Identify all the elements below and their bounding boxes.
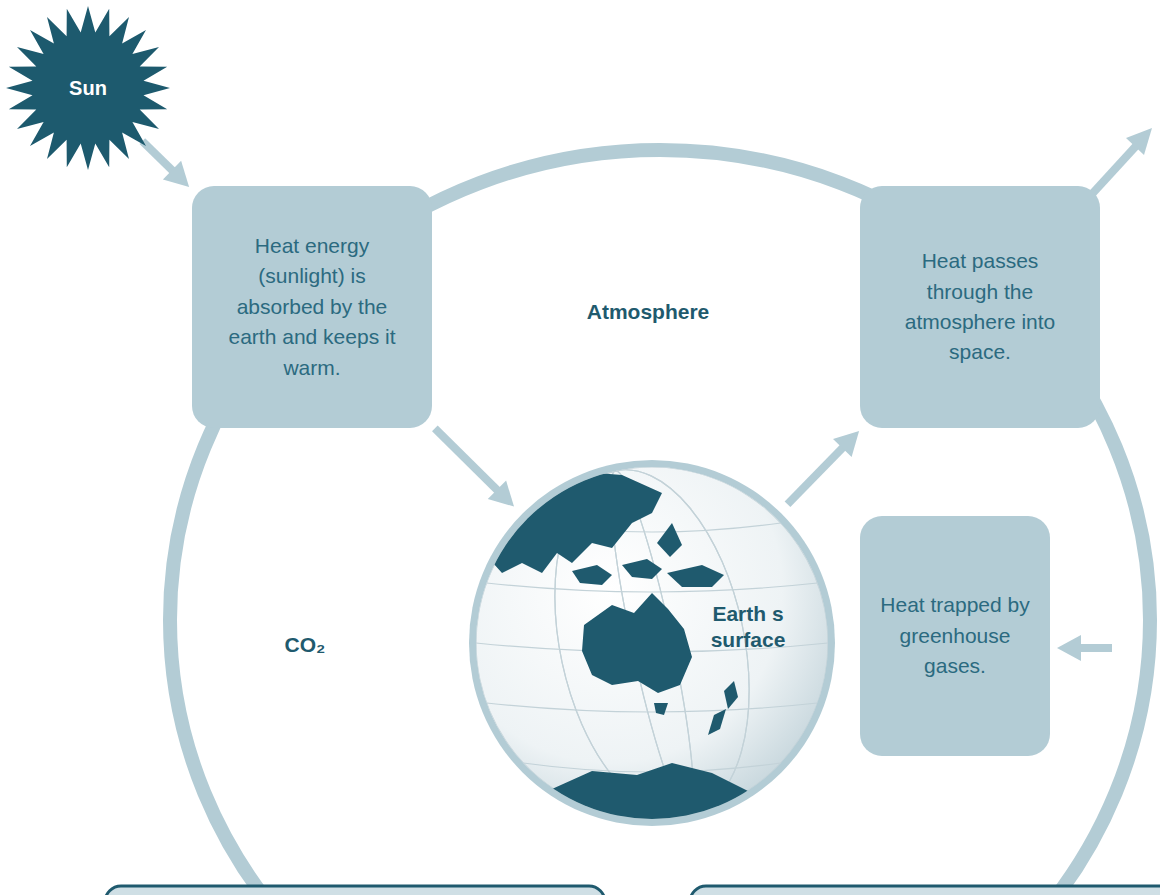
box-text: Heat energy (sunlight) is absorbed by th… — [217, 231, 407, 383]
region-label: Atmosphere — [587, 300, 710, 324]
atmosphere-ring — [170, 150, 1150, 895]
box-text: Heat trapped by greenhouse gases. — [878, 590, 1032, 681]
info-box: Heat trapped by greenhouse gases. — [860, 516, 1050, 756]
arrow-head — [163, 161, 189, 187]
arrow-shaft — [435, 428, 500, 492]
node-label: Earth s surface — [694, 601, 802, 654]
earth-globe: Earth s surface — [462, 453, 842, 833]
arrow-head — [833, 431, 859, 457]
heat-arrow — [435, 428, 514, 506]
info-box: Heat energy (sunlight) is absorbed by th… — [192, 186, 432, 428]
trapped-heat-arrow — [1057, 635, 1112, 661]
sun-node: Sun — [4, 4, 172, 172]
heat-arrow — [788, 431, 860, 504]
gas-label: CO₂ — [285, 633, 326, 657]
arrow-head — [488, 481, 514, 507]
outgoing-arrow — [1092, 128, 1152, 194]
arrow-shaft — [788, 445, 846, 504]
info-box: Heat passes through the atmosphere into … — [860, 186, 1100, 428]
node-label: Sun — [4, 4, 172, 172]
globe-sphere — [476, 467, 828, 819]
box-text: Heat passes through the atmosphere into … — [885, 246, 1075, 368]
bottom-panels — [105, 886, 1160, 895]
heat-arrow — [142, 141, 189, 187]
arrow-shaft — [142, 141, 174, 173]
globe-map — [462, 453, 842, 833]
